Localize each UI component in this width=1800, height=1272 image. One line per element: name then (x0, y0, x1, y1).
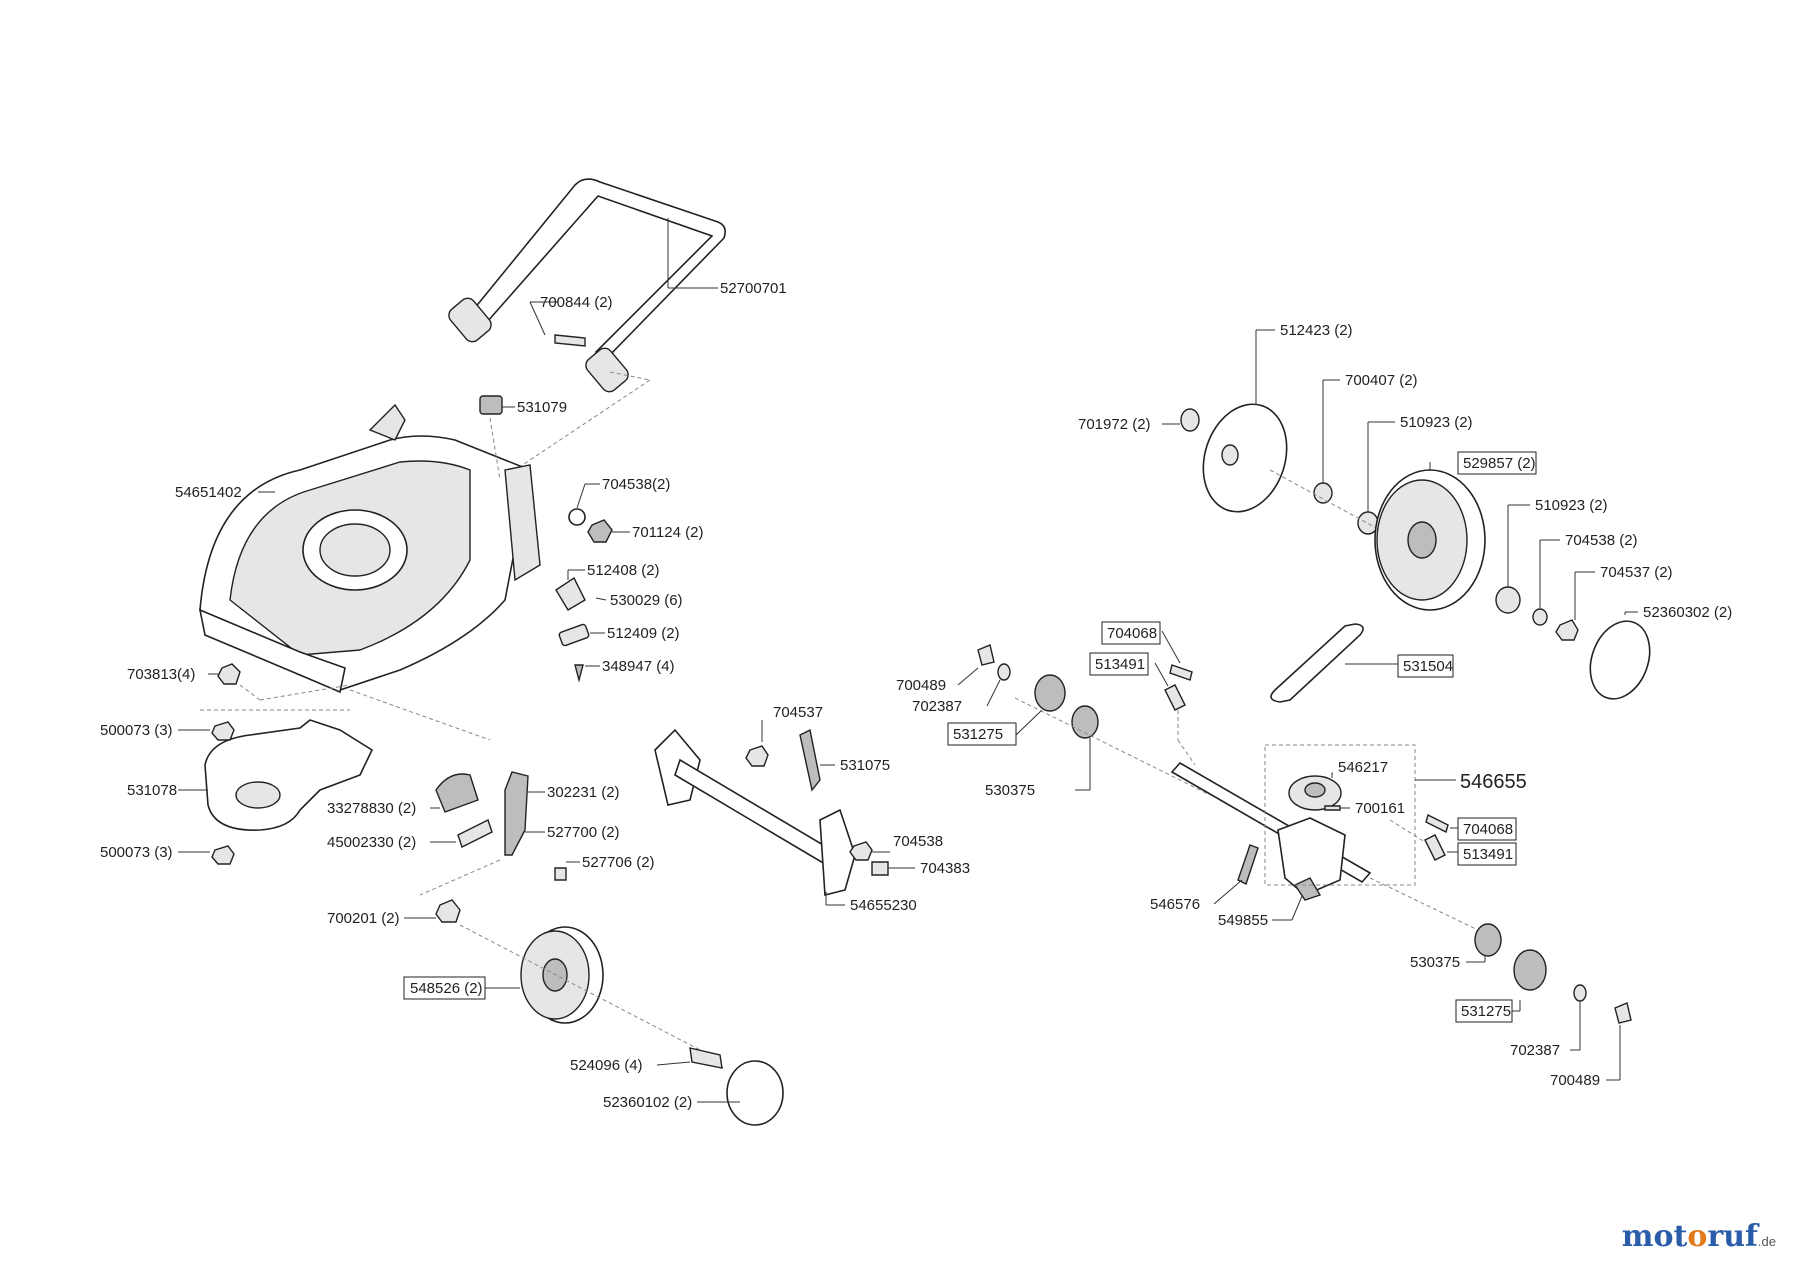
label-700489-a: 700489 (896, 677, 946, 694)
front-wheel (520, 926, 604, 1024)
rear-wheel-cover-plate (1202, 403, 1288, 513)
part-labels: 52700701 700844 (2) 531079 54651402 7045… (100, 280, 1732, 1111)
label-548526: 548526 (2) (410, 980, 483, 997)
label-33278830: 33278830 (2) (327, 800, 416, 817)
label-703813: 703813(4) (127, 666, 195, 683)
label-513491-a: 513491 (1095, 656, 1145, 673)
label-546576: 546576 (1150, 896, 1200, 913)
label-529857: 529857 (2) (1463, 455, 1536, 472)
label-52360302: 52360302 (2) (1643, 604, 1732, 621)
push-handle (448, 178, 726, 393)
label-52700701: 52700701 (720, 280, 787, 297)
drive-belt (1270, 623, 1364, 703)
label-704383: 704383 (920, 860, 970, 877)
label-510923-b: 510923 (2) (1535, 497, 1608, 514)
label-704538-b: 704538 (893, 833, 943, 850)
label-704068-b: 704068 (1463, 821, 1513, 838)
label-527706: 527706 (2) (582, 854, 655, 871)
front-axle (654, 728, 856, 897)
label-530375-b: 530375 (1410, 954, 1460, 971)
label-701972: 701972 (2) (1078, 416, 1151, 433)
label-700489-b: 700489 (1550, 1072, 1600, 1089)
label-549855: 549855 (1218, 912, 1268, 929)
label-512409: 512409 (2) (607, 625, 680, 642)
label-531504: 531504 (1403, 658, 1453, 675)
label-54655230: 54655230 (850, 897, 917, 914)
label-510923-a: 510923 (2) (1400, 414, 1473, 431)
gearbox-546655 (1277, 775, 1346, 901)
label-524096: 524096 (4) (570, 1057, 643, 1074)
label-700201: 700201 (2) (327, 910, 400, 927)
label-700407: 700407 (2) (1345, 372, 1418, 389)
label-546217: 546217 (1338, 759, 1388, 776)
label-704537-b: 704537 (2) (1600, 564, 1673, 581)
label-348947: 348947 (4) (602, 658, 675, 675)
label-704538-c: 704538 (2) (1565, 532, 1638, 549)
mower-deck (198, 403, 541, 694)
label-500073-b: 500073 (3) (100, 844, 173, 861)
label-704538-a: 704538(2) (602, 476, 670, 493)
label-302231: 302231 (2) (547, 784, 620, 801)
label-500073-a: 500073 (3) (100, 722, 173, 739)
label-530029: 530029 (6) (610, 592, 683, 609)
label-531275-b: 531275 (1461, 1003, 1511, 1020)
label-54651402: 54651402 (175, 484, 242, 501)
nut-531079 (479, 395, 503, 415)
label-531079: 531079 (517, 399, 567, 416)
mulch-plug (204, 719, 374, 831)
label-512423: 512423 (2) (1280, 322, 1353, 339)
label-701124: 701124 (2) (632, 524, 703, 541)
label-531078: 531078 (127, 782, 177, 799)
label-531275-a: 531275 (953, 726, 1003, 743)
label-704537-a: 704537 (773, 704, 823, 721)
label-702387-b: 702387 (1510, 1042, 1560, 1059)
label-700161: 700161 (1355, 800, 1405, 817)
label-531075: 531075 (840, 757, 890, 774)
rear-wheel (1374, 469, 1486, 611)
label-513491-b: 513491 (1463, 846, 1513, 863)
label-45002330: 45002330 (2) (327, 834, 416, 851)
label-546655: 546655 (1460, 771, 1527, 793)
label-527700: 527700 (2) (547, 824, 620, 841)
label-512408: 512408 (2) (587, 562, 660, 579)
label-700844: 700844 (2) (540, 294, 613, 311)
label-52360102: 52360102 (2) (603, 1094, 692, 1111)
label-702387-a: 702387 (912, 698, 962, 715)
motoruf-logo: motoruf.de (1621, 1219, 1776, 1254)
label-530375-a: 530375 (985, 782, 1035, 799)
label-704068-a: 704068 (1107, 625, 1157, 642)
